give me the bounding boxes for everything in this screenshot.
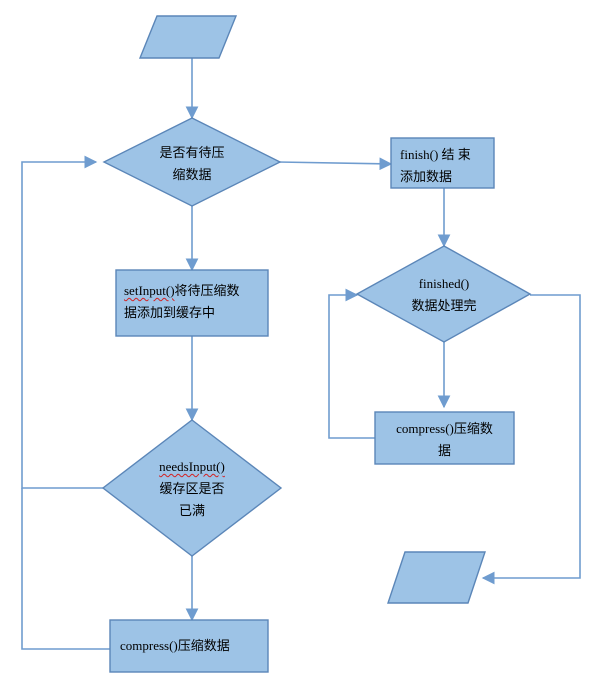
- set-input-label: setInput()将待压缩数 据添加到缓存中: [124, 280, 266, 324]
- set-input-code: setInput(): [124, 283, 175, 298]
- finish-line-1: finish() 结 束: [400, 147, 471, 162]
- compress-left-box: [109, 619, 269, 673]
- finished-line-2: 数据处理完: [411, 298, 477, 313]
- set-input-line-2: 据添加到缓存中: [124, 305, 216, 320]
- arrow-finished-to-end: [481, 294, 581, 585]
- finished-label: finished() 数据处理完: [384, 273, 504, 317]
- compress-right-label: compress()压缩数 据: [379, 418, 510, 462]
- start-io-shape: [138, 15, 238, 59]
- needs-input-code: needsInput(): [159, 459, 225, 474]
- set-input-line-1: setInput()将待压缩数: [124, 280, 266, 302]
- needs-input-line-2: 已满: [178, 503, 205, 518]
- connectors: [21, 58, 581, 650]
- has-data-line-2: 缩数据: [172, 167, 212, 182]
- finish-line-2: 添加数据: [400, 169, 453, 184]
- loop-needsinput-back: [21, 155, 103, 489]
- compress-right-line-2: 据: [437, 443, 451, 458]
- has-data-line-1: 是否有待压: [159, 145, 225, 160]
- loop-compress-right-back: [328, 288, 375, 439]
- set-input-text-1: 将待压缩数: [174, 283, 240, 298]
- compress-left-label: compress()压缩数据: [120, 635, 266, 657]
- finish-box: [390, 137, 495, 189]
- compress-left-line-1: compress()压缩数据: [120, 638, 230, 653]
- needs-input-decision: [101, 419, 283, 557]
- needs-input-line-1: 缓存区是否: [159, 481, 225, 496]
- has-data-label: 是否有待压 缩数据: [132, 142, 252, 186]
- has-data-decision: [102, 117, 282, 207]
- compress-right-line-1: compress()压缩数: [396, 421, 493, 436]
- finish-label: finish() 结 束 添加数据: [400, 144, 492, 188]
- set-input-box: [115, 269, 269, 337]
- loop-compress-back: [21, 488, 110, 650]
- finished-decision: [355, 245, 532, 343]
- arrow-decision-to-finish: [277, 157, 393, 171]
- end-io-shape: [387, 551, 486, 604]
- needs-input-label: needsInput() 缓存区是否 已满: [132, 456, 252, 522]
- compress-right-box: [374, 411, 515, 465]
- finished-line-1: finished(): [418, 276, 470, 291]
